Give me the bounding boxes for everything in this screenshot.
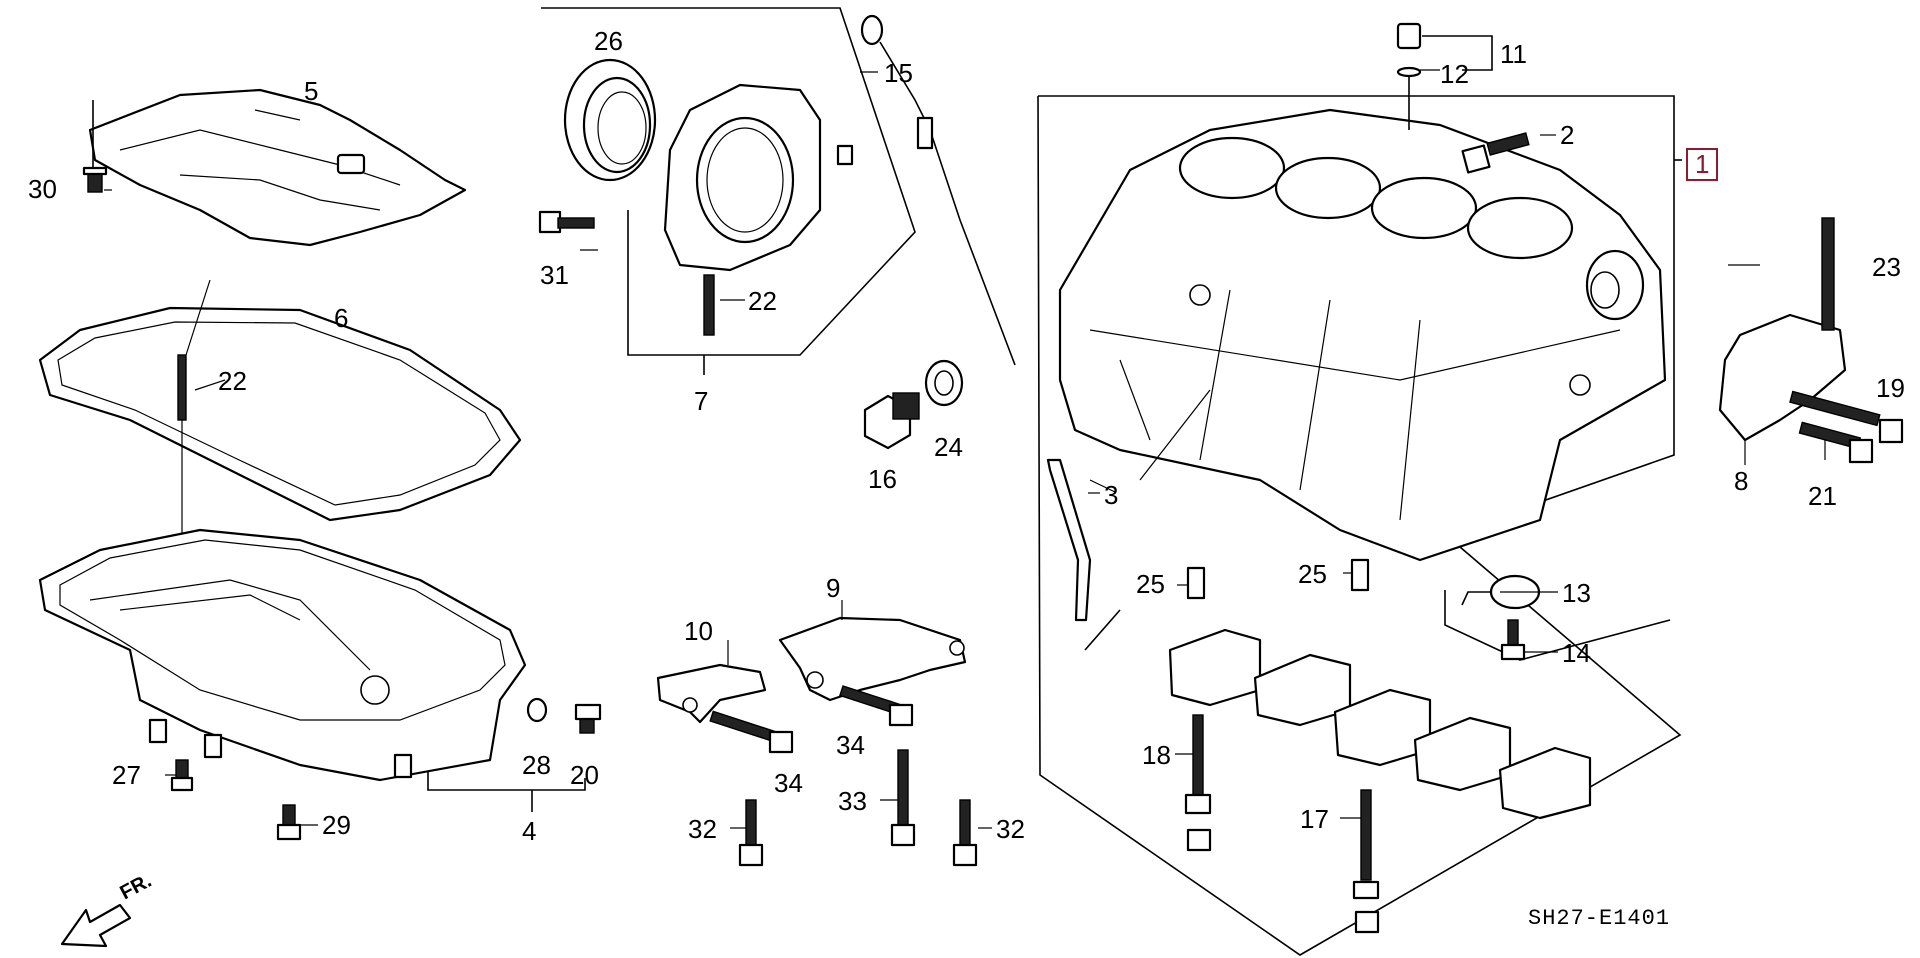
- bearing-caps: [1168, 558, 1592, 820]
- callout-12[interactable]: 12: [1440, 59, 1469, 89]
- callout-31[interactable]: 31: [540, 260, 569, 290]
- bolt-19: [1789, 390, 1904, 444]
- front-arrow-icon: [60, 903, 132, 948]
- callout-29[interactable]: 29: [322, 810, 351, 840]
- callout-32-left[interactable]: 32: [688, 814, 717, 844]
- callout-22-upper[interactable]: 22: [748, 286, 777, 316]
- bolt-14: [1500, 619, 1526, 661]
- callout-33[interactable]: 33: [838, 786, 867, 816]
- stud-23: [1821, 217, 1835, 331]
- drawing-code: SH27-E1401: [1528, 906, 1671, 931]
- bolt-21: [1798, 421, 1874, 464]
- splash-shield-part: [88, 88, 467, 247]
- callout-3[interactable]: 3: [1104, 480, 1119, 510]
- callout-10[interactable]: 10: [684, 616, 713, 646]
- callout-1-selected[interactable]: 1: [1686, 148, 1719, 181]
- bolt-2: [1461, 132, 1530, 174]
- callout-14[interactable]: 14: [1562, 638, 1591, 668]
- callout-6[interactable]: 6: [334, 303, 349, 333]
- callout-28[interactable]: 28: [522, 750, 551, 780]
- callout-25-left[interactable]: 25: [1136, 569, 1165, 599]
- callout-22-lower[interactable]: 22: [218, 366, 247, 396]
- bolt-31: [538, 210, 595, 234]
- callout-7[interactable]: 7: [694, 386, 709, 416]
- callout-32-right[interactable]: 32: [996, 814, 1025, 844]
- bracket-8: [1718, 313, 1847, 442]
- callout-20[interactable]: 20: [570, 760, 599, 790]
- callout-23[interactable]: 23: [1872, 252, 1901, 282]
- callout-4[interactable]: 4: [522, 816, 537, 846]
- callout-5[interactable]: 5: [304, 76, 319, 106]
- oil-pan-gasket-part: [38, 306, 522, 522]
- callout-13[interactable]: 13: [1562, 578, 1591, 608]
- callout-34-right[interactable]: 34: [774, 768, 803, 798]
- drain-plug-16: [863, 392, 920, 450]
- bearing-bolts: [1184, 714, 1380, 934]
- callout-34-left[interactable]: 34: [836, 730, 865, 760]
- bracket-9: [778, 616, 967, 727]
- callout-27[interactable]: 27: [112, 760, 141, 790]
- callout-11[interactable]: 11: [1500, 39, 1527, 69]
- leader-lines: [104, 69, 1826, 829]
- oil-seal-housing-part: [663, 83, 854, 272]
- oil-jet-tube-3: [1046, 458, 1121, 651]
- callout-19[interactable]: 19: [1876, 373, 1905, 403]
- callout-30[interactable]: 30: [28, 174, 57, 204]
- callout-15[interactable]: 15: [884, 58, 913, 88]
- callout-16[interactable]: 16: [868, 464, 897, 494]
- oil-seal-26: [563, 58, 657, 182]
- small-parts-oil-pan: [170, 697, 602, 841]
- callout-9[interactable]: 9: [826, 573, 841, 603]
- callout-2[interactable]: 2: [1560, 120, 1575, 150]
- callout-24[interactable]: 24: [934, 432, 963, 462]
- callout-8[interactable]: 8: [1734, 466, 1749, 496]
- bolt-30: [82, 166, 108, 193]
- stud-22-upper: [703, 274, 715, 336]
- callout-26[interactable]: 26: [594, 26, 623, 56]
- washer-24: [924, 359, 964, 407]
- callout-18[interactable]: 18: [1142, 740, 1171, 770]
- callout-25-right[interactable]: 25: [1298, 559, 1327, 589]
- callout-17[interactable]: 17: [1300, 804, 1329, 834]
- long-bolts-32-33: [738, 749, 978, 867]
- bracket-10: [656, 663, 794, 754]
- plug-11-12: [1396, 22, 1422, 130]
- oil-pan-part: [38, 528, 527, 782]
- callout-21[interactable]: 21: [1808, 481, 1837, 511]
- dipstick-part: [860, 14, 1016, 366]
- cylinder-block-part: [1058, 108, 1667, 562]
- group-frames: [427, 7, 1682, 956]
